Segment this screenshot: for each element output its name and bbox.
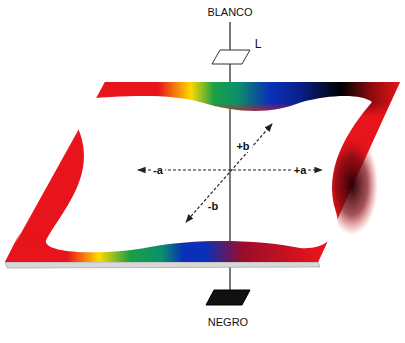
axis-label: +a [292, 165, 309, 176]
white-swatch [212, 50, 250, 64]
b-axis [186, 124, 272, 222]
axis-label: BLANCO [207, 7, 252, 18]
black-swatch [206, 290, 250, 305]
color-plane [5, 82, 400, 262]
axis-label: +b [234, 141, 251, 152]
neutral-region [46, 96, 372, 252]
axis-label: -a [151, 165, 165, 176]
axis-label: NEGRO [208, 317, 248, 328]
axis-label: -b [206, 201, 220, 212]
plane-edge [5, 262, 320, 268]
axis-label: L [255, 38, 262, 50]
l-axis-inner [229, 80, 230, 265]
